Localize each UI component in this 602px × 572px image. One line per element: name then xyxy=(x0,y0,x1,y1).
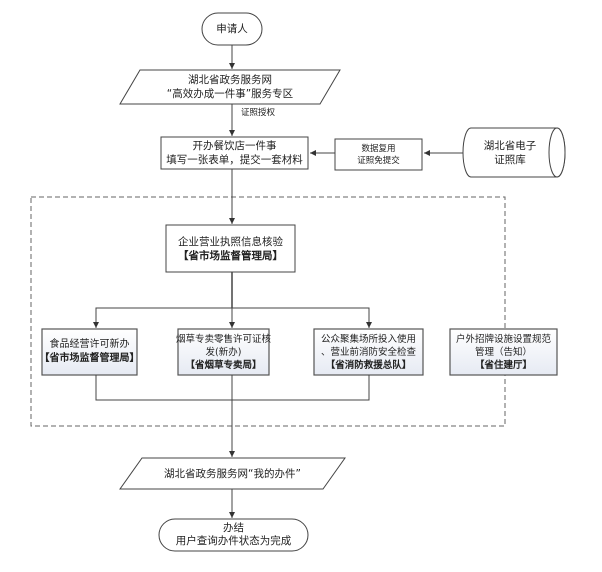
apply-box-shape xyxy=(160,136,309,170)
verify-label-line-1: 企业营业执照信息核验 xyxy=(178,235,283,248)
portal-label-line-1: 湖北省政务服务网 xyxy=(188,74,272,86)
tobacco-node: 烟草专卖零售许可证核 发(新办) 【省烟草专卖局】 xyxy=(176,329,272,375)
fire-label-line-2: 、营业前消防安全检查 xyxy=(320,346,416,358)
fire-label-line-1: 公众聚集场所投入使用 xyxy=(320,333,416,345)
food-label-line-2: 【省市场监督管理局】 xyxy=(39,353,140,364)
fire-box-shape xyxy=(313,328,424,376)
reuse-box-shape xyxy=(334,138,423,171)
verify-box-shape xyxy=(165,224,296,273)
end-node: 办结 用户查询办件状态为完成 xyxy=(159,519,308,551)
signage-box-shape xyxy=(449,328,558,376)
apply-label-line-2: 填写一张表单，提交一套材料 xyxy=(166,154,303,166)
portal-parallelogram-shape xyxy=(119,69,341,105)
verify-label-line-2: 【省市场监督管理局】 xyxy=(178,249,283,262)
tobacco-label-line-1: 烟草专卖零售许可证核 xyxy=(176,333,272,345)
apply-label-line-1: 开办餐饮店一件事 xyxy=(192,140,277,152)
food-box-shape xyxy=(41,328,138,376)
signage-label-line-3: 【省住建厅】 xyxy=(474,359,532,371)
license-db-label-line-1: 湖北省电子 xyxy=(483,139,537,152)
signage-node: 户外招牌设施设置规范 管理（告知） 【省住建厅】 xyxy=(450,329,557,375)
license-db-label-line-2: 证照库 xyxy=(494,153,526,166)
start-node: 申请人 xyxy=(202,13,262,45)
signage-label-line-1: 户外招牌设施设置规范 xyxy=(455,333,551,345)
tobacco-label-line-3: 【省烟草专卖局】 xyxy=(185,359,262,371)
reuse-node: 数据复用 证照免提交 xyxy=(335,139,422,170)
verify-node: 企业营业执照信息核验 【省市场监督管理局】 xyxy=(166,225,295,272)
tobacco-box-shape xyxy=(177,328,270,376)
fire-node: 公众聚集场所投入使用 、营业前消防安全检查 【省消防救援总队】 xyxy=(314,329,423,375)
fire-label-line-3: 【省消防救援总队】 xyxy=(325,359,412,371)
auth-label: 证照授权 xyxy=(240,108,275,118)
portal-label-line-2: “高效办成一件事”服务专区 xyxy=(166,88,294,100)
reuse-label-line-1: 数据复用 xyxy=(361,143,396,154)
reuse-label-line-2: 证照免提交 xyxy=(357,155,400,166)
auth-edge-label: 证照授权 xyxy=(236,106,280,120)
mywork-node: 湖北省政务服务网“我的办件” xyxy=(130,458,335,489)
portal-node: 湖北省政务服务网 “高效办成一件事”服务专区 xyxy=(128,70,332,104)
parallel-processing-container xyxy=(30,196,506,427)
mywork-parallelogram-shape xyxy=(119,457,346,490)
end-label-line-1: 办结 xyxy=(223,522,244,534)
end-label-line-2: 用户查询办件状态为完成 xyxy=(175,535,292,547)
end-terminal-shape xyxy=(158,518,309,552)
signage-label-line-2: 管理（告知） xyxy=(474,346,532,358)
mywork-label: 湖北省政务服务网“我的办件” xyxy=(164,467,301,480)
food-label-line-1: 食品经营许可新办 xyxy=(49,339,130,350)
food-node: 食品经营许可新办 【省市场监督管理局】 xyxy=(39,329,140,375)
license-db-shape xyxy=(462,127,566,178)
start-label: 申请人 xyxy=(216,23,248,35)
license-db-node: 湖北省电子 证照库 xyxy=(466,128,554,177)
apply-node: 开办餐饮店一件事 填写一张表单，提交一套材料 xyxy=(161,137,308,169)
tobacco-label-line-2: 发(新办) xyxy=(205,346,242,358)
